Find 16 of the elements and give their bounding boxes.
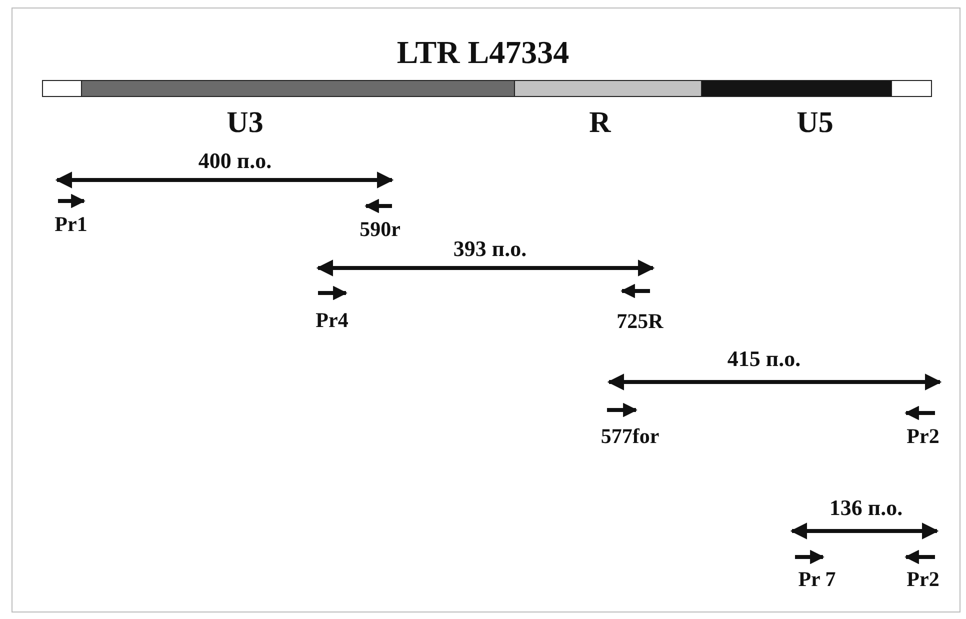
primer-label: 590r	[360, 219, 400, 240]
product-size-label: 136 п.о.	[829, 497, 903, 519]
primer-label: Pr4	[316, 310, 348, 331]
primer-label: Pr2	[906, 569, 940, 590]
region-label: R	[589, 108, 611, 138]
region-label: U5	[796, 108, 834, 138]
diagram-title: LTR L47334	[396, 36, 570, 68]
primer-label: 577for	[600, 426, 660, 447]
product-size-label: 400 п.о.	[198, 150, 272, 172]
primer-label: Pr1	[54, 214, 88, 235]
primer-label: Pr2	[906, 426, 940, 447]
primer-label: 725R	[616, 311, 664, 332]
product-size-label: 415 п.о.	[727, 348, 801, 370]
product-size-label: 393 п.о.	[453, 238, 527, 260]
primer-label: Pr 7	[798, 569, 836, 590]
region-label: U3	[226, 108, 264, 138]
